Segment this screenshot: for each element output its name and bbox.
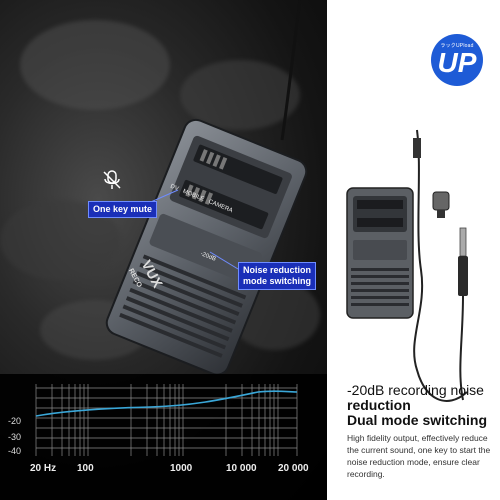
x-tick-1000: 1000 <box>170 463 193 474</box>
y-tick-20: -20 <box>8 416 22 426</box>
feature-title: -20dB recording noise reduction Dual mod… <box>347 382 488 428</box>
frequency-grid <box>35 384 298 456</box>
y-tick-40: -40 <box>8 446 22 456</box>
feature-description: High fidelity output, effectively reduce… <box>347 433 491 479</box>
x-tick-100: 100 <box>77 463 94 474</box>
x-tick-20000: 20 000 <box>278 463 309 474</box>
callout-one-key-mute: One key mute <box>88 201 158 218</box>
x-tick-20hz: 20 Hz <box>30 463 57 474</box>
cable <box>280 0 302 141</box>
response-curve <box>35 390 298 417</box>
y-tick-30: -30 <box>8 432 22 442</box>
callout-lines <box>134 189 239 270</box>
frequency-response-graph: -20 -30 -40 <box>0 374 327 500</box>
transmitter-device <box>105 118 308 374</box>
x-tick-10000: 10 000 <box>226 463 257 474</box>
callout-noise-reduction: Noise reduction mode switching <box>238 262 317 290</box>
mic-mute-icon <box>103 170 121 189</box>
product-kit-illustration <box>346 129 468 402</box>
upload-badge-logo: ラックUPload UP <box>431 34 483 86</box>
product-photo-panel: DV MOBILE CAMERA -20dB VUX RECO One key … <box>0 0 327 500</box>
